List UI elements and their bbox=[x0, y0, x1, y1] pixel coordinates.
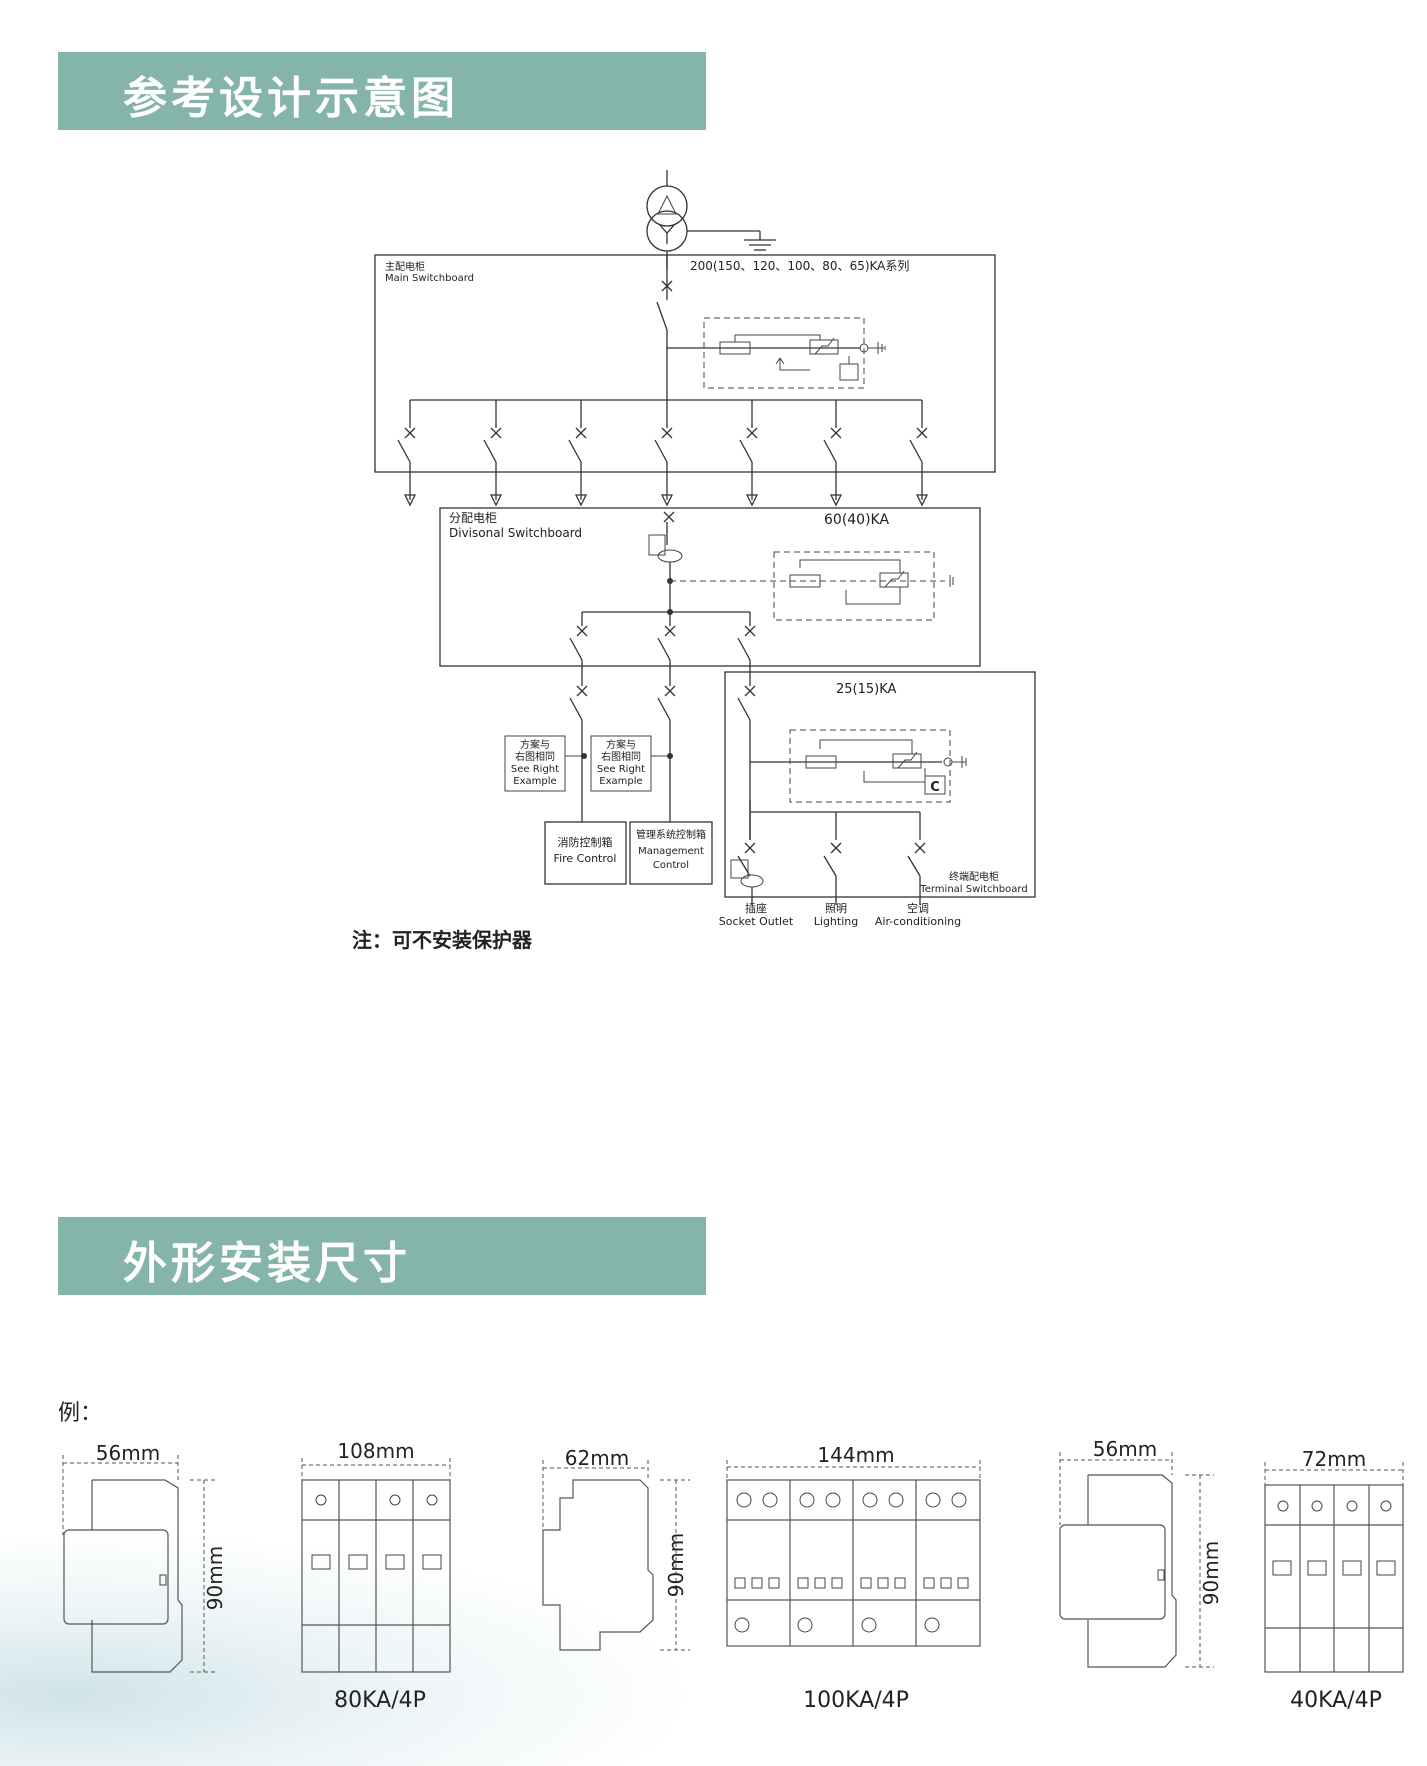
device-model-label: 80KA/4P bbox=[334, 1688, 426, 1713]
dimension-front-width: 108mm bbox=[337, 1439, 414, 1463]
dimension-side-width: 56mm bbox=[96, 1441, 160, 1465]
management-control-cn: 管理系统控制箱 bbox=[636, 828, 706, 841]
divisional-spd-module bbox=[670, 551, 954, 621]
example-box-1-line2: 右图相同 bbox=[515, 750, 555, 763]
dimension-height: 90mm bbox=[203, 1546, 227, 1610]
device-model-label: 40KA/4P bbox=[1290, 1688, 1382, 1713]
divisional-board-name-en: Divisonal Switchboard bbox=[449, 526, 582, 540]
load-label-en: Socket Outlet bbox=[719, 915, 794, 928]
main-board-name-en: Main Switchboard bbox=[385, 273, 474, 284]
terminal-board-name-en: Terminal Switchboard bbox=[919, 884, 1027, 895]
divisional-board-rating: 60(40)KA bbox=[824, 512, 889, 528]
example-box-2-line4: Example bbox=[599, 776, 642, 787]
example-box-1-line3: See Right bbox=[511, 764, 559, 775]
transformer-symbol bbox=[646, 170, 761, 270]
example-box-2-line2: 右图相同 bbox=[601, 750, 641, 763]
example-box-2 bbox=[590, 735, 652, 792]
section-header-dimensions: 外形安装尺寸 bbox=[58, 1217, 706, 1295]
fire-control-box bbox=[544, 821, 627, 885]
divisional-incomer bbox=[648, 511, 683, 615]
management-control-box bbox=[629, 821, 713, 885]
main-spd-module bbox=[667, 317, 886, 389]
load-label-cn: 插座 bbox=[745, 901, 767, 915]
device-100ka-front-view: 144mm bbox=[726, 1443, 981, 1647]
divisional-feeders bbox=[569, 611, 756, 840]
section-title: 外形安装尺寸 bbox=[123, 1238, 411, 1289]
load-label-en: Air-conditioning bbox=[875, 915, 961, 928]
terminal-switchboard-box bbox=[724, 671, 1036, 898]
terminal-c-label: C bbox=[930, 780, 940, 795]
terminal-spd-module: C bbox=[750, 729, 967, 803]
device-80ka-side-view: 56mm 90mm bbox=[62, 1441, 227, 1673]
example-box-1-line4: Example bbox=[513, 776, 556, 787]
main-feeders bbox=[397, 400, 929, 507]
terminal-feeders bbox=[730, 800, 926, 905]
schematic-note: 注：可不安装保护器 bbox=[352, 928, 532, 952]
management-control-en1: Management bbox=[638, 846, 704, 857]
load-label-cn: 空调 bbox=[907, 901, 929, 915]
dimension-height: 90mm bbox=[664, 1533, 688, 1597]
example-label: 例： bbox=[58, 1401, 103, 1426]
section-header-schematic: 参考设计示意图 bbox=[58, 52, 706, 130]
device-100ka-side-view: 62mm 90mm bbox=[542, 1446, 690, 1651]
example-box-2-line3: See Right bbox=[597, 764, 645, 775]
dimension-side-width: 62mm bbox=[565, 1446, 629, 1470]
divisional-board-name-cn: 分配电柜 bbox=[449, 511, 497, 525]
device-model-label: 100KA/4P bbox=[803, 1688, 909, 1713]
dimension-height: 90mm bbox=[1199, 1541, 1223, 1605]
fire-control-en: Fire Control bbox=[554, 852, 617, 865]
dimension-side-width: 56mm bbox=[1093, 1437, 1157, 1461]
main-board-rating: 200(150、120、100、80、65)KA系列 bbox=[690, 259, 909, 273]
divisional-switchboard-box bbox=[439, 507, 981, 667]
main-breaker bbox=[656, 255, 673, 400]
main-switchboard-box bbox=[374, 254, 996, 473]
dimension-front-width: 72mm bbox=[1302, 1447, 1366, 1471]
example-box-1 bbox=[504, 735, 566, 792]
terminal-board-rating: 25(15)KA bbox=[836, 682, 897, 697]
ground-symbol bbox=[744, 239, 776, 251]
device-80ka-front-view: 108mm bbox=[301, 1439, 451, 1673]
section-title: 参考设计示意图 bbox=[123, 73, 459, 124]
terminal-board-name-cn: 终端配电柜 bbox=[949, 870, 999, 883]
management-control-en2: Control bbox=[653, 860, 689, 871]
device-40ka-side-view: 56mm 90mm bbox=[1059, 1437, 1223, 1668]
device-40ka-front-view: 72mm bbox=[1264, 1447, 1404, 1673]
load-label-en: Lighting bbox=[814, 915, 858, 928]
example-box-2-line1: 方案与 bbox=[606, 738, 636, 751]
dimension-front-width: 144mm bbox=[817, 1443, 894, 1467]
fire-control-cn: 消防控制箱 bbox=[558, 835, 613, 849]
load-label-cn: 照明 bbox=[825, 902, 847, 915]
main-board-name-cn: 主配电柜 bbox=[385, 260, 425, 273]
example-box-1-line1: 方案与 bbox=[520, 738, 550, 751]
